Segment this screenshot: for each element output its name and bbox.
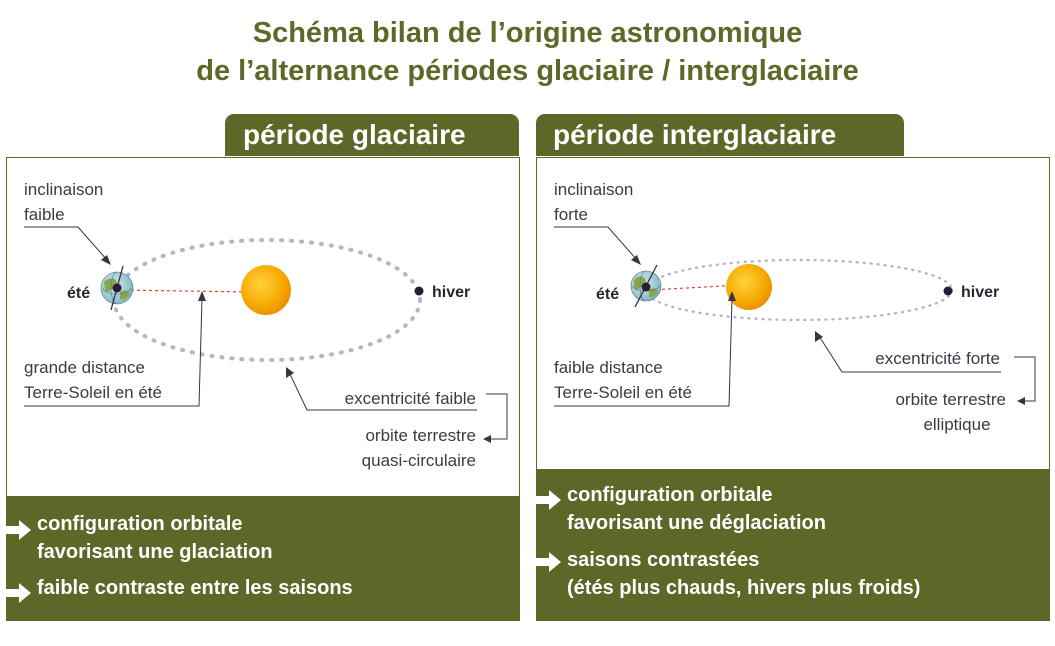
summer-label: été (596, 286, 619, 303)
arrow-right-icon (6, 583, 31, 603)
arrow-right-icon (536, 490, 561, 510)
orbit-label-line-2: quasi-circulaire (362, 451, 476, 470)
tilt-label-line-1: inclinaison (24, 180, 103, 199)
earth-globe-icon (100, 265, 134, 311)
distance-label-line-1: grande distance (24, 358, 145, 377)
tab-glacial-period: période glaciaire (225, 114, 519, 156)
tab-glacial-label: période glaciaire (243, 119, 466, 150)
orbit-ellipse (644, 258, 954, 322)
leader-lines (554, 226, 1036, 407)
diagram-glacial: inclinaison faible été hiver grande dist… (24, 180, 508, 470)
tab-interglacial-period: période interglaciaire (536, 114, 904, 156)
distance-label-line-2: Terre-Soleil en été (554, 383, 692, 402)
interglacial-bullet-1-line-2: favorisant une déglaciation (567, 512, 826, 534)
sun-icon (241, 265, 291, 315)
orbit-label-line-2: elliptique (923, 415, 990, 434)
summer-label: été (67, 285, 90, 302)
winter-label: hiver (432, 284, 470, 301)
page-title: Schéma bilan de l’origine astronomique d… (0, 14, 1055, 90)
earth-globe-icon (630, 264, 662, 308)
summary-band-interglacial: configuration orbitale favorisant une dé… (536, 470, 1050, 621)
leader-arrowheads (101, 255, 491, 443)
summary-band-glacial: configuration orbitale favorisant une gl… (6, 497, 520, 621)
orbit-label-line-1: orbite terrestre (895, 390, 1006, 409)
panel-interglacial: inclinaison forte été hiver faible dista… (536, 157, 1050, 470)
title-line-1: Schéma bilan de l’origine astronomique (252, 17, 803, 49)
diagram-interglacial: inclinaison forte été hiver faible dista… (554, 180, 1036, 434)
arrow-right-icon (536, 552, 561, 572)
winter-position-dot-icon (943, 286, 953, 296)
title-line-2: de l’alternance périodes glaciaire / int… (196, 55, 859, 87)
earth-sun-distance-line (118, 289, 251, 293)
interglacial-bullet-2-line-1: saisons contrastées (567, 549, 760, 571)
glacial-bullet-2-line-1: faible contraste entre les saisons (37, 577, 353, 599)
tab-interglacial-label: période interglaciaire (553, 119, 837, 150)
glacial-bullet-1-line-2: favorisant une glaciation (37, 541, 273, 563)
leader-arrowheads (631, 255, 1025, 405)
distance-label-line-2: Terre-Soleil en été (24, 383, 162, 402)
panel-glacial: inclinaison faible été hiver grande dist… (6, 157, 520, 497)
tilt-label-line-2: faible (24, 205, 65, 224)
interglacial-bullet-1-line-1: configuration orbitale (567, 484, 773, 506)
eccentricity-label: excentricité forte (875, 349, 1000, 368)
orbit-label-line-1: orbite terrestre (365, 426, 476, 445)
distance-label-line-1: faible distance (554, 358, 663, 377)
tilt-label-line-2: forte (554, 205, 588, 224)
arrow-right-icon (6, 520, 31, 540)
eccentricity-label: excentricité faible (345, 389, 476, 408)
winter-position-dot-icon (414, 286, 424, 296)
leader-lines (24, 226, 508, 440)
tilt-label-line-1: inclinaison (554, 180, 633, 199)
interglacial-bullet-2-line-2: (étés plus chauds, hivers plus froids) (567, 577, 921, 599)
winter-label: hiver (961, 284, 999, 301)
glacial-bullet-1-line-1: configuration orbitale (37, 513, 243, 535)
sun-icon (726, 264, 772, 310)
